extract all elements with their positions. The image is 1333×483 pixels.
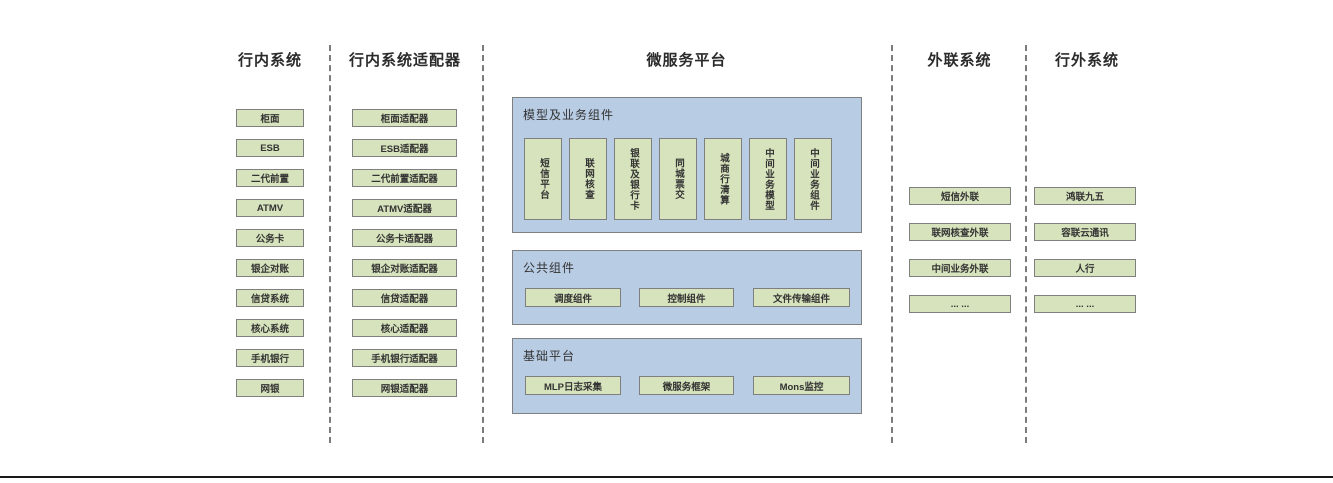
component-box: 微服务框架 bbox=[639, 376, 734, 395]
adapter-box: 信贷适配器 bbox=[352, 289, 457, 307]
dashed-separator bbox=[329, 45, 331, 443]
system-box: 柜面 bbox=[236, 109, 304, 127]
panel-common-components: 公共组件 调度组件 控制组件 文件传输组件 bbox=[512, 250, 862, 325]
outreach-box: ... ... bbox=[909, 295, 1011, 313]
system-box: 二代前置 bbox=[236, 169, 304, 187]
component-box: 同城票交 bbox=[659, 138, 697, 220]
external-box: 鸿联九五 bbox=[1034, 187, 1136, 205]
system-box: 核心系统 bbox=[236, 319, 304, 337]
component-box: 联网核查 bbox=[569, 138, 607, 220]
system-box: ATMV bbox=[236, 199, 304, 217]
column-title-microservice-platform: 微服务平台 bbox=[646, 52, 727, 69]
system-box: 公务卡 bbox=[236, 229, 304, 247]
component-box: Mons监控 bbox=[753, 376, 850, 395]
external-box: 容联云通讯 bbox=[1034, 223, 1136, 241]
component-box: 中间业务组件 bbox=[794, 138, 832, 220]
bottom-divider-line bbox=[0, 476, 1333, 478]
column-title-external-systems: 行外系统 bbox=[1054, 52, 1119, 69]
panel-label: 公共组件 bbox=[523, 261, 576, 275]
adapter-box: 手机银行适配器 bbox=[352, 349, 457, 367]
system-box: 信贷系统 bbox=[236, 289, 304, 307]
external-box: 人行 bbox=[1034, 259, 1136, 277]
adapter-box: 银企对账适配器 bbox=[352, 259, 457, 277]
component-box: MLP日志采集 bbox=[525, 376, 621, 395]
component-box: 银联及银行卡 bbox=[614, 138, 652, 220]
panel-model-business-components: 模型及业务组件 短信平台 联网核查 银联及银行卡 同城票交 城商行清算 中间业务… bbox=[512, 97, 862, 233]
adapter-box: ATMV适配器 bbox=[352, 199, 457, 217]
system-box: 银企对账 bbox=[236, 259, 304, 277]
outreach-box: 中间业务外联 bbox=[909, 259, 1011, 277]
adapter-box: ESB适配器 bbox=[352, 139, 457, 157]
adapter-box: 公务卡适配器 bbox=[352, 229, 457, 247]
adapter-box: 柜面适配器 bbox=[352, 109, 457, 127]
adapter-box: 核心适配器 bbox=[352, 319, 457, 337]
component-box: 文件传输组件 bbox=[753, 288, 850, 307]
panel-label: 模型及业务组件 bbox=[523, 108, 615, 122]
system-box: ESB bbox=[236, 139, 304, 157]
dashed-separator bbox=[891, 45, 893, 443]
component-box: 控制组件 bbox=[639, 288, 734, 307]
component-box: 调度组件 bbox=[525, 288, 621, 307]
panel-base-platform: 基础平台 MLP日志采集 微服务框架 Mons监控 bbox=[512, 338, 862, 414]
adapter-box: 二代前置适配器 bbox=[352, 169, 457, 187]
outreach-box: 联网核查外联 bbox=[909, 223, 1011, 241]
dashed-separator bbox=[482, 45, 484, 443]
panel-label: 基础平台 bbox=[523, 349, 576, 363]
adapter-box: 网银适配器 bbox=[352, 379, 457, 397]
component-box: 中间业务模型 bbox=[749, 138, 787, 220]
column-title-internal-systems: 行内系统 bbox=[237, 52, 302, 69]
system-box: 网银 bbox=[236, 379, 304, 397]
column-title-internal-adapters: 行内系统适配器 bbox=[348, 52, 461, 69]
component-box: 短信平台 bbox=[524, 138, 562, 220]
component-box: 城商行清算 bbox=[704, 138, 742, 220]
column-title-outreach-systems: 外联系统 bbox=[927, 52, 992, 69]
external-box: ... ... bbox=[1034, 295, 1136, 313]
dashed-separator bbox=[1025, 45, 1027, 443]
system-box: 手机银行 bbox=[236, 349, 304, 367]
outreach-box: 短信外联 bbox=[909, 187, 1011, 205]
